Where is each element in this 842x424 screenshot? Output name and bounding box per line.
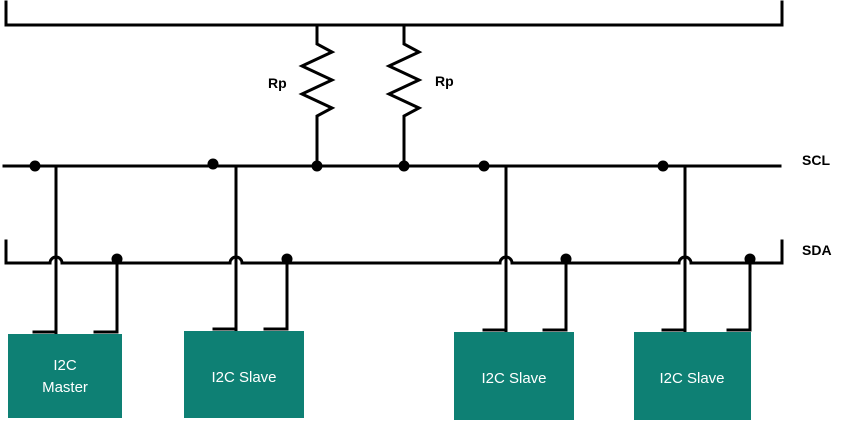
devices: I2C Master I2C Slave I2C Slave I2C Slave <box>8 331 751 420</box>
i2c-slave-1-box <box>184 331 304 418</box>
rp-left-label: Rp <box>268 75 287 91</box>
i2c-slave-1-scl-wire <box>213 164 238 331</box>
sda-label: SDA <box>802 242 832 258</box>
i2c-slave-2-label: I2C Slave <box>481 370 546 387</box>
rp-right-label: Rp <box>435 73 454 89</box>
pullup-resistor-left <box>298 25 336 166</box>
scl-label: SCL <box>802 152 830 168</box>
scl-junction-dot <box>207 158 219 170</box>
i2c-slave-2-scl-wire <box>484 164 508 332</box>
i2c-slave-3-box <box>634 332 751 420</box>
scl-junction-dot <box>398 160 410 172</box>
i2c-slave-1-label: I2C Slave <box>211 369 276 386</box>
i2c-master-sda-junction-dot <box>111 253 123 265</box>
i2c-master-box <box>8 334 122 418</box>
i2c-slave-3-label: I2C Slave <box>659 370 724 387</box>
sda-line <box>6 255 782 265</box>
i2c-master-label: Master <box>42 379 88 396</box>
i2c-slave-2-box <box>454 332 574 420</box>
i2c-slave-3-sda-junction-dot <box>744 253 756 265</box>
wires <box>2 0 784 334</box>
pullup-resistor-right <box>385 25 423 166</box>
i2c-slave-3-scl-wire <box>663 164 687 332</box>
scl-junction-dot <box>311 160 323 172</box>
i2c-slave-1-sda-junction-dot <box>281 253 293 265</box>
i2c-slave-2-sda-junction-dot <box>560 253 572 265</box>
i2c-master-label: I2C <box>53 357 77 374</box>
i2c-master-scl-wire <box>35 164 58 334</box>
